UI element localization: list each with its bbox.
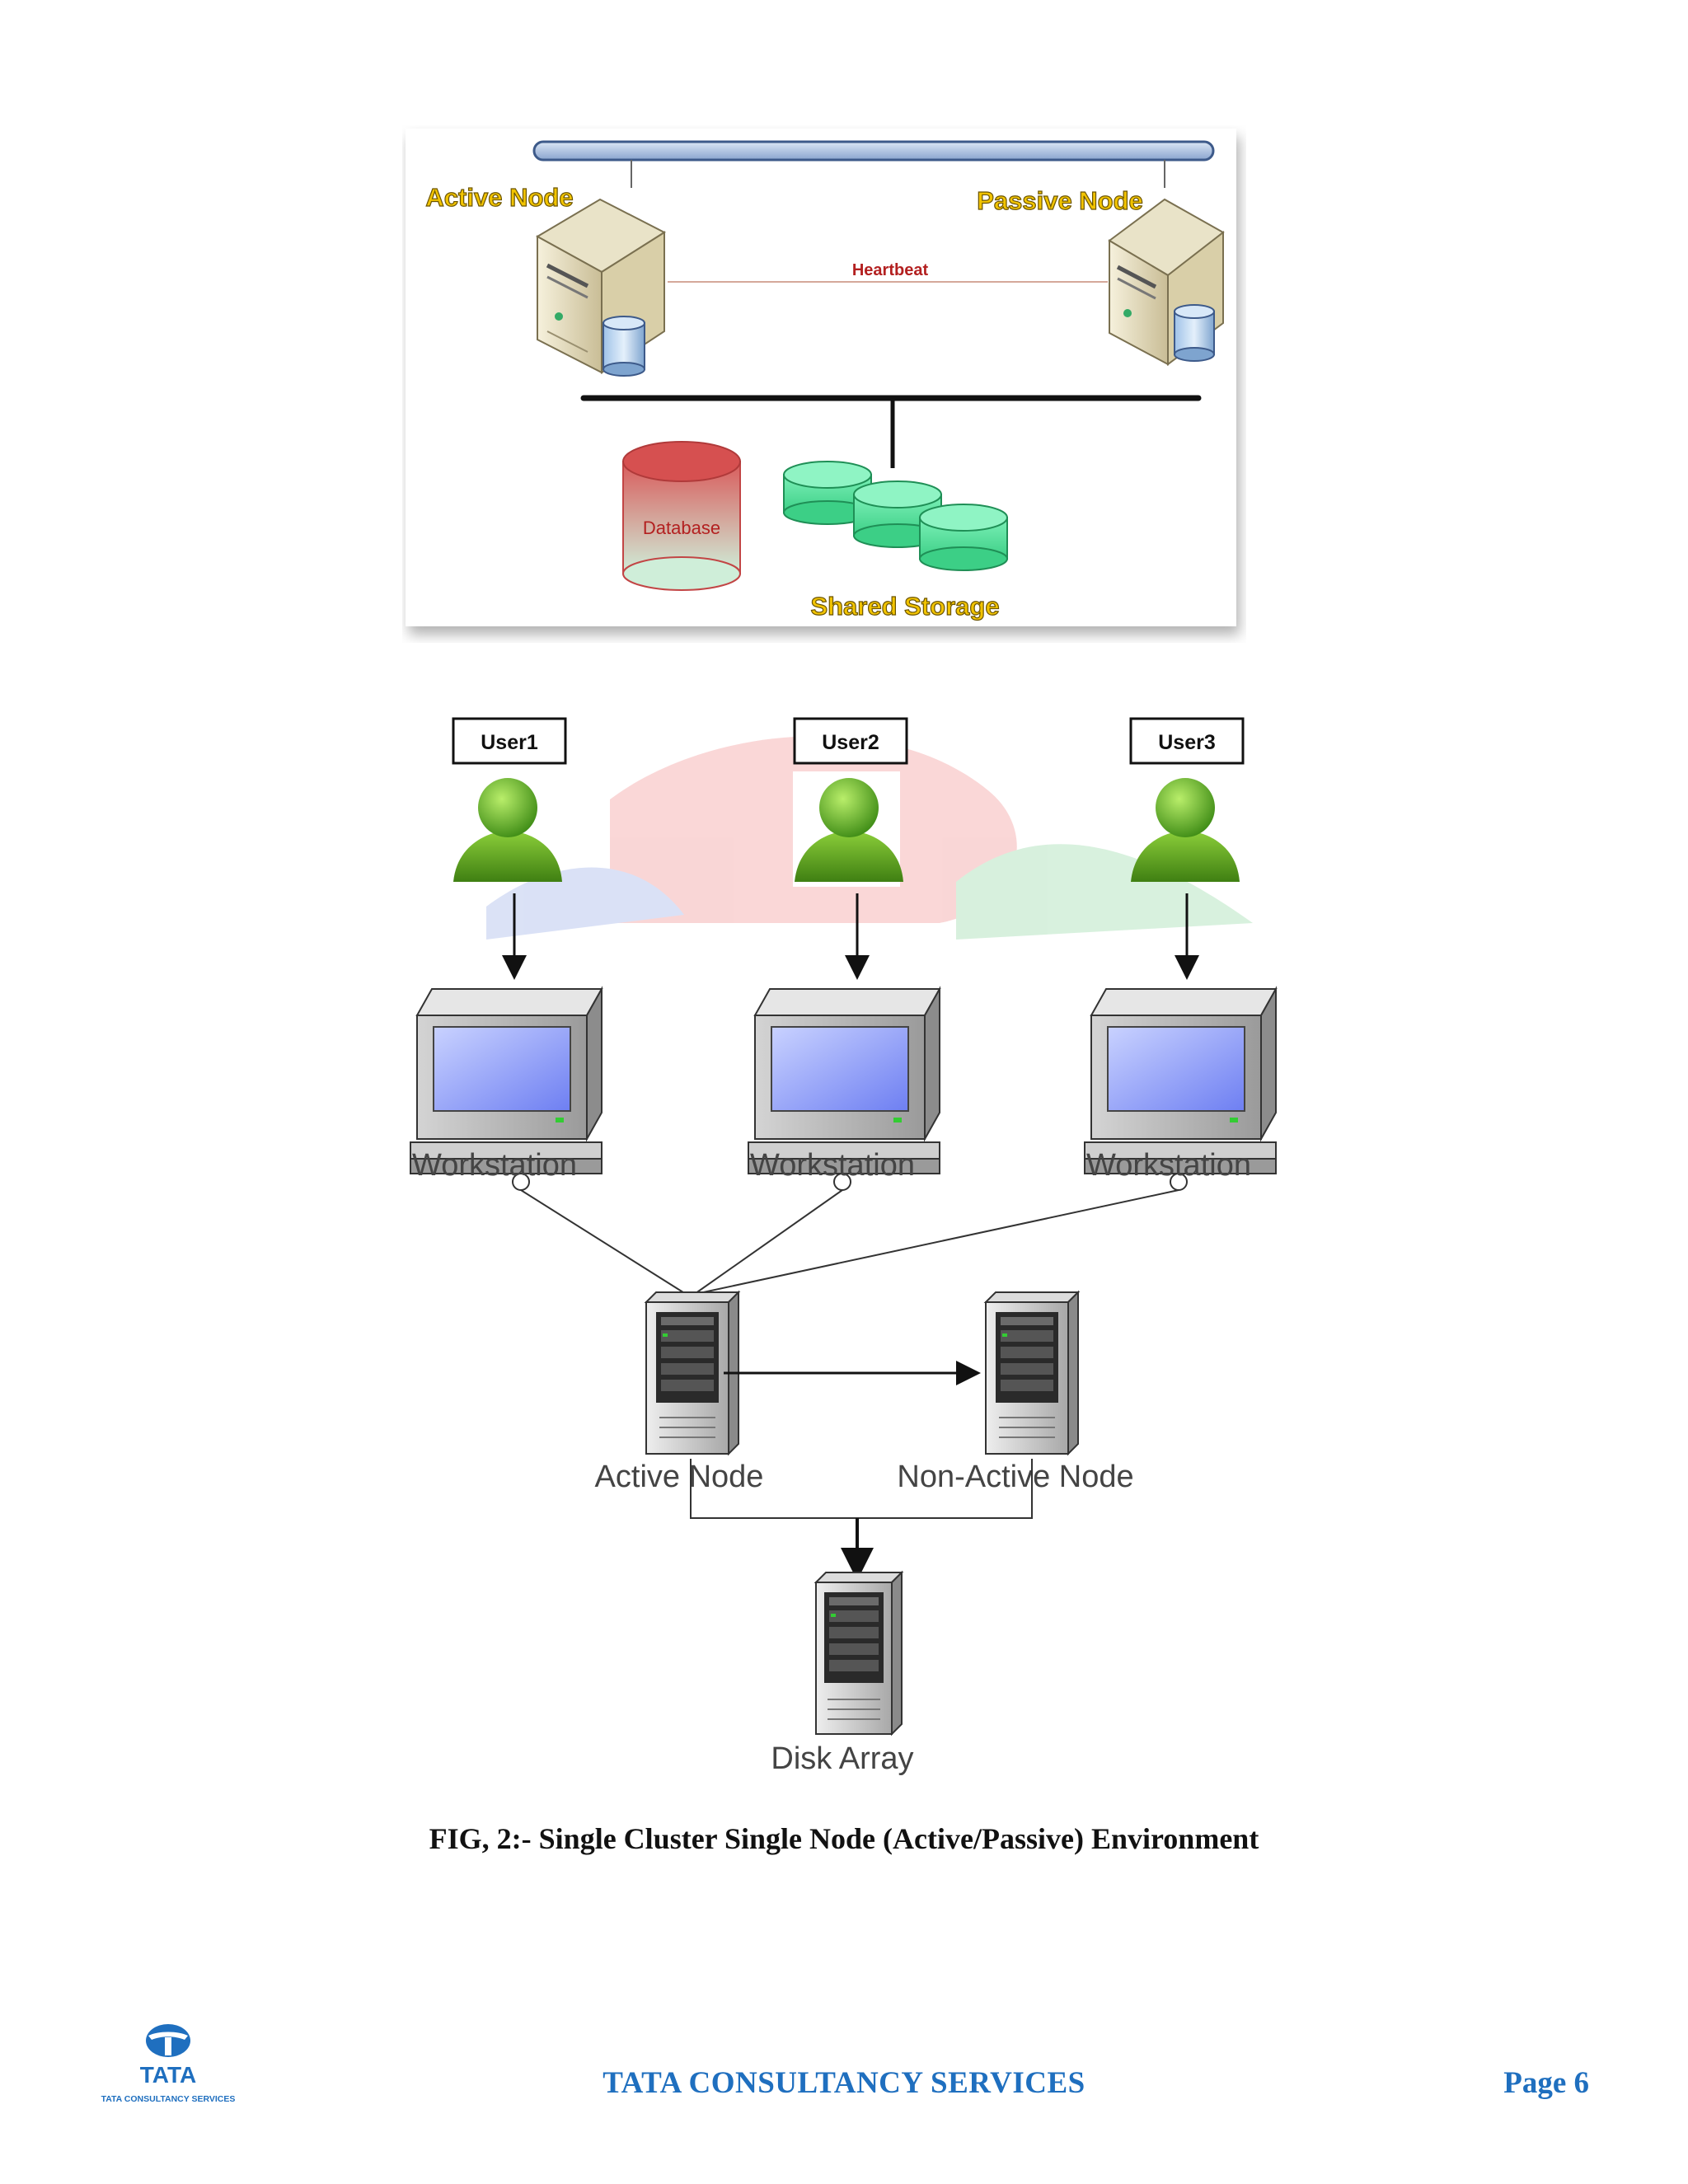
user-box-1: User1: [452, 717, 567, 765]
tata-logo-word: TATA: [140, 2062, 196, 2088]
workstation-label-3: Workstation: [1086, 1148, 1251, 1183]
active-node-server-icon: [644, 1290, 741, 1456]
tata-logo-icon: [146, 2024, 190, 2057]
passive-node-label: Passive Node: [977, 186, 1143, 215]
disk-array-server-icon: [814, 1570, 904, 1736]
heartbeat-label: Heartbeat: [852, 261, 929, 279]
network-rail: [532, 140, 1215, 162]
ws1-link: [520, 1189, 687, 1295]
user-icon-1: [453, 778, 562, 882]
figure-caption: FIG, 2:- Single Cluster Single Node (Act…: [429, 1822, 1259, 1855]
active-node-label: Active Node: [425, 183, 573, 212]
workstation-label-2: Workstation: [750, 1148, 915, 1183]
footer-company-name: TATA CONSULTANCY SERVICES: [603, 2066, 1085, 2100]
shared-storage-label: Shared Storage: [810, 592, 999, 621]
tata-logo-subtitle: TATA CONSULTANCY SERVICES: [101, 2094, 236, 2104]
user-box-3: User3: [1129, 717, 1245, 765]
figure-frame: [406, 129, 1236, 626]
disk-array-label: Disk Array: [771, 1741, 913, 1776]
non-active-node-server-icon: [983, 1290, 1081, 1456]
user-icon-2: [793, 771, 903, 887]
database-label: Database: [643, 518, 720, 538]
user-icon-3: [1131, 778, 1240, 882]
user-box-2: User2: [793, 717, 908, 765]
workstation-icon-2: [748, 986, 941, 1191]
cluster-diagram-bottom: User1 User2 User3: [410, 717, 1278, 1776]
active-server-icon: [535, 198, 667, 377]
user-label-1: User1: [481, 731, 538, 754]
ws3-link: [695, 1189, 1179, 1295]
passive-server-icon: [1108, 198, 1225, 366]
non-active-node-label: Non-Active Node: [897, 1460, 1133, 1494]
workstation-label-1: Workstation: [412, 1148, 577, 1183]
active-node-label: Active Node: [595, 1460, 764, 1494]
user-label-2: User2: [822, 731, 879, 754]
tata-logo: TATA TATA CONSULTANCY SERVICES: [101, 2024, 236, 2104]
disk-array-bus: [690, 1459, 1033, 1519]
ws2-link: [692, 1189, 843, 1296]
shared-storage-icon: [783, 461, 1008, 571]
workstation-icon-1: [410, 986, 603, 1191]
user-label-3: User3: [1158, 731, 1216, 754]
cluster-diagram-top: Heartbeat Active Node Passive Node Datab…: [406, 129, 1236, 626]
page-number: Page 6: [1503, 2066, 1589, 2100]
workstation-icon-3: [1084, 986, 1278, 1191]
database-icon: [622, 441, 741, 591]
